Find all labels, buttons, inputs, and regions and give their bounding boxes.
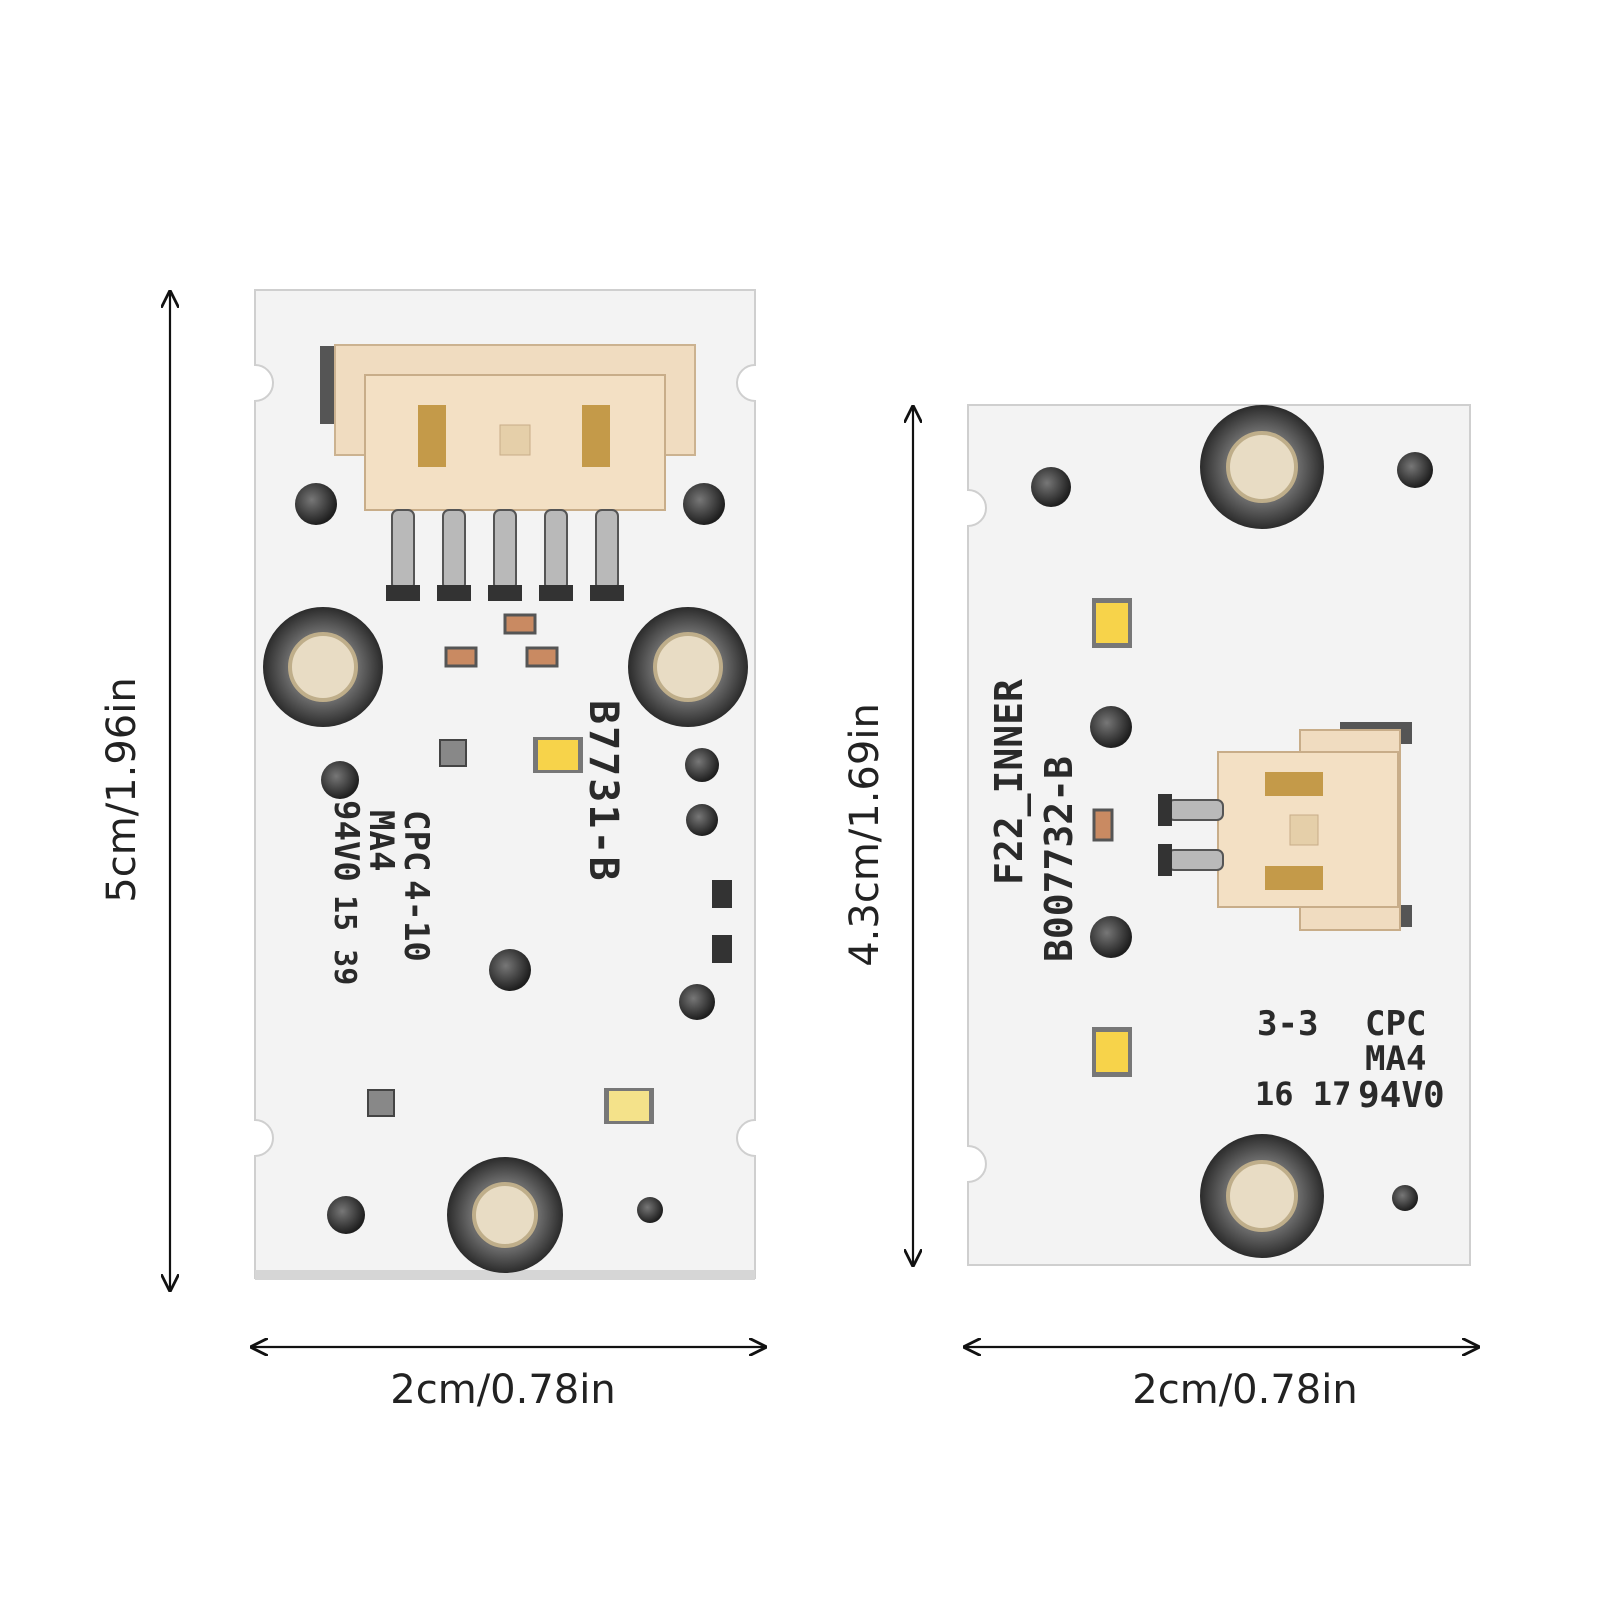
connector-pins bbox=[391, 509, 619, 591]
pcb-board-b: F22_INNER B007732-B 3-3 CPC MA4 16 17 94… bbox=[967, 404, 1471, 1266]
led bbox=[533, 737, 583, 773]
board-a-part-number: B7731-B bbox=[580, 700, 626, 883]
mounting-hole bbox=[447, 1157, 563, 1273]
board-a-height-label: 5cm/1.96in bbox=[99, 677, 145, 902]
board-a-rating: 94V0 bbox=[326, 800, 366, 882]
board-b-cpc: CPC bbox=[1365, 1004, 1426, 1044]
board-a-code: 4-10 bbox=[396, 880, 436, 962]
board-b-code: 3-3 bbox=[1257, 1004, 1318, 1044]
board-b-date: 16 17 bbox=[1255, 1075, 1351, 1113]
via-holes bbox=[295, 483, 725, 1234]
led bbox=[1092, 598, 1132, 648]
board-b-part-number: B007732-B bbox=[1037, 756, 1081, 962]
mounting-hole bbox=[628, 607, 748, 727]
connector-5pin bbox=[320, 344, 696, 601]
led bbox=[604, 1088, 654, 1124]
board-a-width-label: 2cm/0.78in bbox=[390, 1367, 615, 1413]
via-holes bbox=[1031, 452, 1433, 1211]
board-b-part-name: F22_INNER bbox=[987, 679, 1031, 885]
pcb-board-a: B7731-B CPC MA4 94V0 4-10 15 39 bbox=[254, 289, 756, 1280]
board-a-cpc: CPC bbox=[396, 810, 436, 871]
mounting-hole bbox=[263, 607, 383, 727]
board-b-rating: 94V0 bbox=[1358, 1075, 1445, 1116]
board-a-date: 15 39 bbox=[327, 895, 362, 985]
smd-components bbox=[367, 613, 732, 1117]
led bbox=[1092, 1027, 1132, 1077]
dimension-arrows bbox=[170, 292, 1478, 1347]
board-b-width-label: 2cm/0.78in bbox=[1132, 1367, 1357, 1413]
mounting-hole bbox=[1200, 405, 1324, 529]
smd-components bbox=[1092, 808, 1114, 842]
connector-2pin bbox=[1158, 722, 1412, 931]
board-a-ma4: MA4 bbox=[361, 810, 401, 871]
mounting-hole bbox=[1200, 1134, 1324, 1258]
board-b-ma4: MA4 bbox=[1365, 1039, 1426, 1079]
board-b-height-label: 4.3cm/1.69in bbox=[842, 703, 888, 967]
